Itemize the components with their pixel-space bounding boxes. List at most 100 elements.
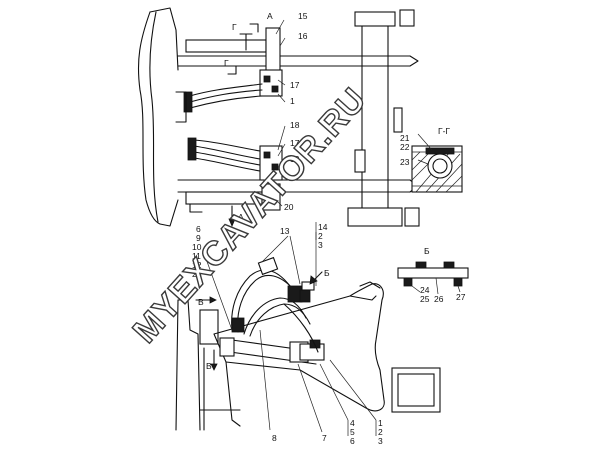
lower-bracket bbox=[261, 183, 281, 211]
section-label-upper: Г bbox=[232, 22, 237, 32]
hose-side-2 bbox=[237, 274, 295, 333]
boom-outline bbox=[213, 283, 385, 412]
side-view bbox=[175, 222, 441, 436]
callout-25: 25 bbox=[420, 294, 430, 304]
leader-26 bbox=[435, 277, 439, 295]
hose-side-3 bbox=[243, 297, 307, 335]
upper-valve-block bbox=[259, 69, 283, 97]
upper-beam bbox=[177, 55, 411, 67]
callout-8: 8 bbox=[272, 433, 277, 443]
leader-brackets bbox=[315, 222, 377, 436]
lower-fitting-a bbox=[263, 151, 271, 159]
labels: А Г Г 15 16 17 1 18 17 19 20 А Г-Г 21 22… bbox=[192, 11, 466, 446]
front-frame-inner bbox=[149, 11, 159, 223]
callout-23: 23 bbox=[400, 157, 410, 167]
section-label-lower: Г bbox=[224, 58, 229, 68]
upper-cylinder bbox=[185, 39, 267, 53]
callout-7: 7 bbox=[322, 433, 327, 443]
upper-beam-end bbox=[409, 55, 419, 67]
leader-24 bbox=[411, 285, 421, 293]
callout-20: 20 bbox=[284, 202, 294, 212]
section-tube-inner bbox=[432, 158, 448, 174]
section-view bbox=[411, 133, 463, 193]
leader-13a bbox=[261, 235, 289, 263]
watermark-text: MYEXCAVATOR.RU bbox=[126, 81, 374, 351]
hose-lower-3 bbox=[193, 157, 267, 173]
arrow-v-top-head bbox=[209, 296, 217, 304]
callout-21: 21 bbox=[400, 133, 410, 143]
lower-fitting-b bbox=[271, 163, 279, 171]
upper-fitting-b bbox=[271, 85, 279, 93]
top-view bbox=[137, 7, 420, 228]
callout-5: 5 bbox=[350, 427, 355, 437]
boom-bottom-link bbox=[225, 361, 241, 427]
arrow-b-label: Б bbox=[324, 268, 330, 278]
hose-lower-4 bbox=[193, 139, 267, 153]
leader-27 bbox=[457, 285, 461, 293]
base-left-edge bbox=[175, 299, 179, 431]
front-frame-outline bbox=[137, 11, 161, 225]
section-mark-upper bbox=[249, 23, 259, 33]
leader-123 bbox=[329, 359, 377, 421]
callout-2b: 2 bbox=[378, 427, 383, 437]
section-mark-lower bbox=[227, 65, 237, 75]
arrow-b-head bbox=[309, 275, 318, 285]
leader-16 bbox=[279, 37, 286, 47]
callout-13: 13 bbox=[280, 226, 290, 236]
arrow-a-head bbox=[228, 218, 236, 228]
detail-view-title: Б bbox=[424, 246, 430, 256]
callout-2a: 2 bbox=[318, 231, 323, 241]
leader-18 bbox=[277, 125, 286, 151]
leader-456 bbox=[319, 363, 349, 421]
boom-tip bbox=[359, 281, 381, 289]
detail-clamp bbox=[415, 261, 427, 269]
callout-3b: 3 bbox=[378, 436, 383, 446]
hose-coupling-2 bbox=[299, 289, 311, 303]
callout-17b: 17 bbox=[290, 138, 300, 148]
callout-9: 9 bbox=[196, 233, 201, 243]
leader-7 bbox=[297, 363, 323, 433]
frame-bottom-edge bbox=[159, 199, 179, 227]
upper-clamp bbox=[239, 33, 253, 51]
leader-23 bbox=[417, 159, 429, 165]
hose-upper-3 bbox=[189, 95, 263, 109]
hose-clamp-top bbox=[257, 256, 279, 276]
callout-6: 6 bbox=[196, 224, 201, 234]
callout-11: 11 bbox=[192, 251, 201, 261]
hose-side-1 bbox=[231, 269, 291, 331]
base-mount bbox=[199, 309, 219, 345]
leader-19 bbox=[277, 159, 286, 171]
leader-15 bbox=[275, 19, 285, 35]
view-label-a: А bbox=[267, 11, 273, 21]
hose-bracket bbox=[301, 281, 315, 291]
cylinder-rear-mount bbox=[219, 337, 235, 357]
section-view-title: Г-Г bbox=[438, 126, 450, 136]
upper-hose-mount bbox=[175, 91, 187, 123]
counterweight-inner bbox=[397, 373, 435, 407]
callout-1: 1 bbox=[290, 96, 295, 106]
leader-17a bbox=[277, 79, 286, 86]
hose-upper-1 bbox=[189, 83, 263, 97]
boom-head bbox=[349, 295, 377, 301]
hose-base-coupling bbox=[231, 317, 245, 333]
frame-top-edge bbox=[149, 7, 179, 71]
cross-member-bottom-cap bbox=[347, 207, 403, 227]
callout-18: 18 bbox=[290, 120, 300, 130]
callout-28: 28 bbox=[192, 269, 202, 279]
leader-left-group bbox=[204, 255, 233, 331]
section-clamp bbox=[425, 147, 455, 155]
callout-17a: 17 bbox=[290, 80, 300, 90]
leader-1 bbox=[277, 93, 286, 103]
callout-3a: 3 bbox=[318, 240, 323, 250]
detail-view bbox=[397, 261, 469, 295]
detail-bolt bbox=[443, 261, 455, 269]
callout-22: 22 bbox=[400, 142, 410, 152]
detail-lug-left bbox=[403, 277, 413, 287]
detail-plate bbox=[397, 267, 469, 279]
lower-cylinder-mount bbox=[189, 203, 203, 213]
hose-upper-2 bbox=[189, 89, 263, 103]
leader-21 bbox=[417, 133, 433, 151]
callout-12: 12 bbox=[192, 260, 202, 270]
callout-19: 19 bbox=[290, 154, 300, 164]
